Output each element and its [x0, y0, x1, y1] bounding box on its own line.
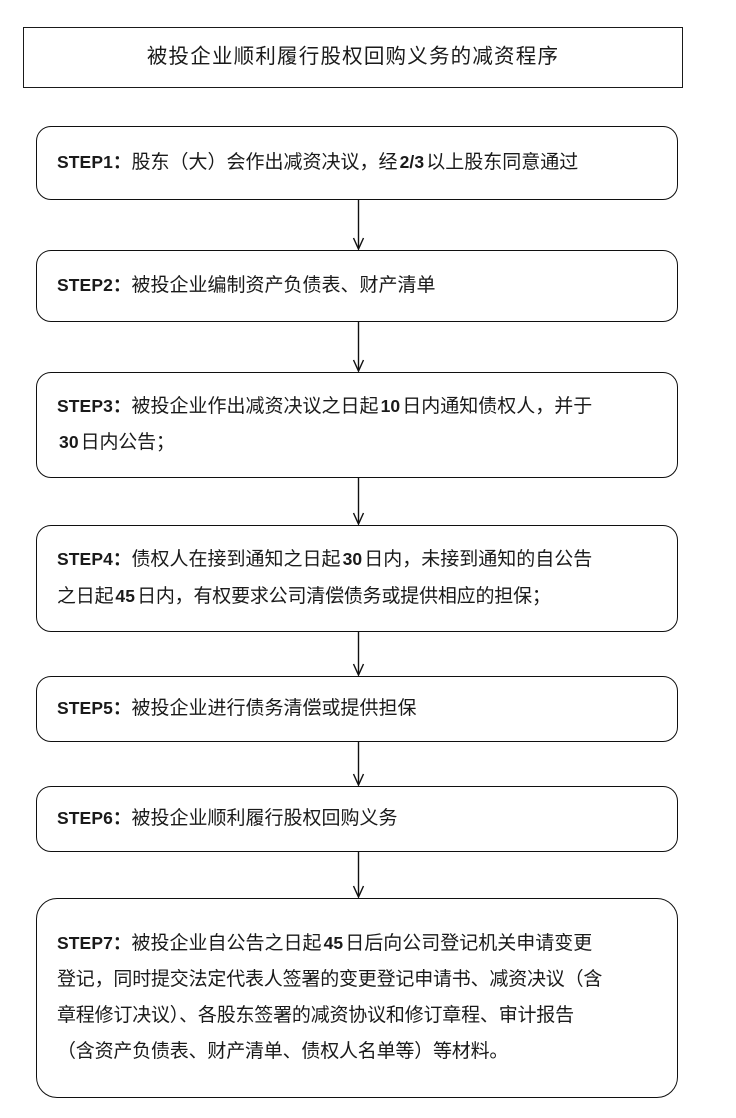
step-text: 股东（大）会作出减资决议，经 [131, 151, 398, 173]
step-text-line: （含资产负债表、财产清单、债权人名单等）等材料。 [57, 1034, 659, 1070]
step-label: STEP6： [57, 807, 131, 828]
step-number: 10 [380, 395, 401, 416]
down-arrow-icon [352, 632, 365, 677]
step-text: 日后向公司登记机关申请变更 [345, 932, 593, 954]
step-number: 30 [342, 549, 363, 570]
down-arrow-icon [352, 200, 365, 251]
step-label: STEP7： [57, 932, 131, 953]
connector-step2-step3 [352, 322, 365, 373]
step-number: 2/3 [399, 151, 425, 172]
down-arrow-icon [352, 742, 365, 787]
page-title: 被投企业顺利履行股权回购义务的减资程序 [146, 46, 560, 69]
chart-title-box: 被投企业顺利履行股权回购义务的减资程序 [23, 27, 683, 88]
down-arrow-icon [352, 322, 365, 373]
down-arrow-icon [352, 478, 365, 526]
connector-step3-step4 [352, 478, 365, 526]
connector-step1-step2 [352, 200, 365, 251]
step-text: 日内，有权要求公司清偿债务或提供相应的担保； [137, 585, 551, 607]
step-label: STEP4： [57, 549, 131, 570]
step-label: STEP5： [57, 697, 131, 718]
step-text: 被投企业自公告之日起 [131, 932, 322, 954]
step-box-5: STEP5：被投企业进行债务清偿或提供担保 [36, 676, 678, 742]
step-box-6: STEP6：被投企业顺利履行股权回购义务 [36, 786, 678, 852]
step-text-line: STEP2：被投企业编制资产负债表、财产清单 [57, 268, 659, 304]
step-label: STEP3： [57, 395, 131, 416]
step-text: 被投企业作出减资决议之日起 [131, 395, 379, 417]
step-number: 30 [59, 432, 79, 452]
step-text: 日内，未接到通知的自公告 [364, 549, 593, 571]
step-text: 日内通知债权人，并于 [402, 395, 593, 417]
step-label: STEP2： [57, 274, 131, 295]
step-number: 45 [323, 932, 344, 953]
step-text-line: STEP5：被投企业进行债务清偿或提供担保 [57, 691, 659, 727]
step-box-2: STEP2：被投企业编制资产负债表、财产清单 [36, 250, 678, 322]
step-text: 章程修订决议）、各股东签署的减资协议和修订章程、审计报告 [57, 1005, 574, 1026]
step-text-line: 章程修订决议）、各股东签署的减资协议和修订章程、审计报告 [57, 998, 659, 1034]
step-text: 日内公告； [80, 432, 175, 453]
step-text: 以上股东同意通过 [426, 151, 579, 173]
connector-step6-step7 [352, 852, 365, 899]
step-text: 被投企业进行债务清偿或提供担保 [131, 697, 417, 719]
step-text: （含资产负债表、财产清单、债权人名单等）等材料。 [57, 1041, 509, 1063]
step-number: 45 [115, 585, 136, 606]
step-text: 登记，同时提交法定代表人签署的变更登记申请书、减资决议（含 [57, 968, 603, 990]
connector-step4-step5 [352, 632, 365, 677]
step-text: 债权人在接到通知之日起 [131, 549, 341, 571]
step-label: STEP1： [57, 151, 131, 172]
step-text-line: 登记，同时提交法定代表人签署的变更登记申请书、减资决议（含 [57, 962, 659, 998]
step-text: 被投企业顺利履行股权回购义务 [131, 807, 398, 829]
connector-step5-step6 [352, 742, 365, 787]
down-arrow-icon [352, 852, 365, 899]
step-text-line: STEP6：被投企业顺利履行股权回购义务 [57, 801, 659, 837]
step-text: 被投企业编制资产负债表、财产清单 [131, 274, 436, 296]
step-text: 之日起 [57, 585, 114, 607]
